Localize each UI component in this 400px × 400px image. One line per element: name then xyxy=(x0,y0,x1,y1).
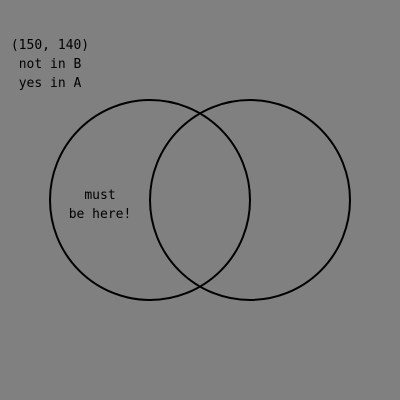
cursor-readout: (150, 140) not in B yes in A xyxy=(0,36,100,93)
circle-set-a xyxy=(49,99,251,301)
target-region-hint: must be here! xyxy=(50,186,150,224)
coordinate-readout: (150, 140) xyxy=(10,38,90,53)
hint-line-1: must xyxy=(84,188,116,203)
circle-set-b xyxy=(149,99,351,301)
set-b-status: not in B xyxy=(18,57,82,72)
set-a-status: yes in A xyxy=(18,76,82,91)
hint-line-2: be here! xyxy=(68,207,132,222)
